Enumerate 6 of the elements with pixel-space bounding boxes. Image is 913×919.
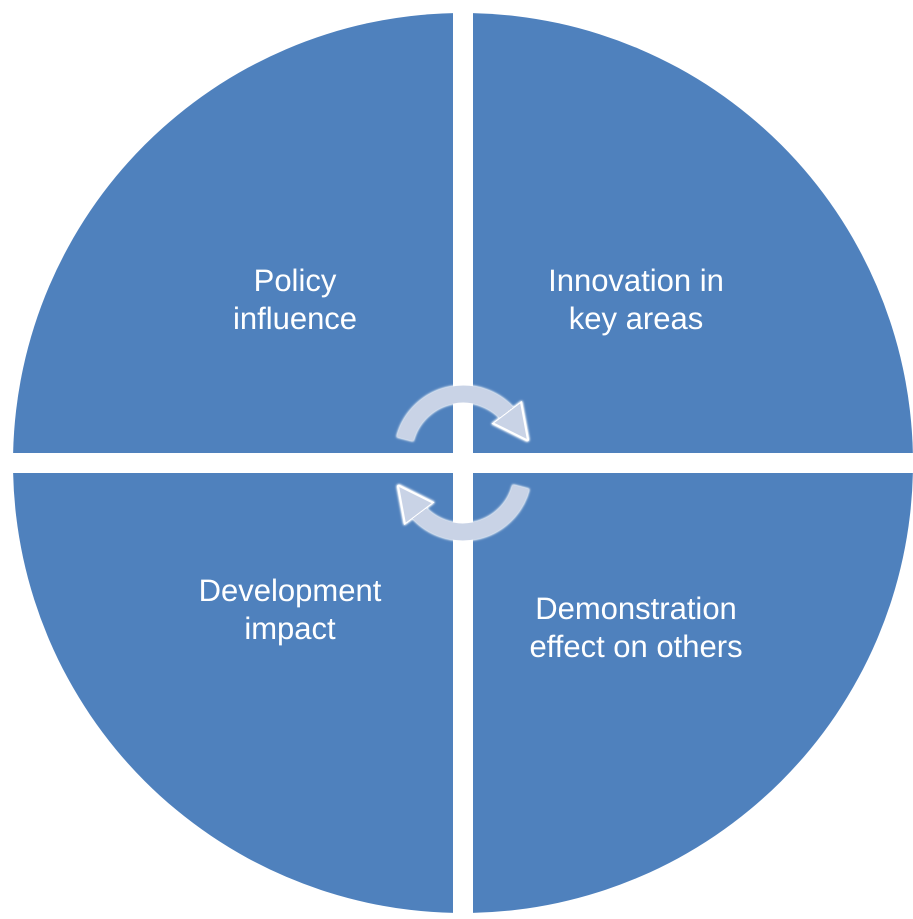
quadrant-label: Demonstration effect on others bbox=[528, 590, 744, 666]
curved-arrow bbox=[395, 484, 530, 540]
quadrant-label: Policy influence bbox=[232, 262, 358, 338]
curved-arrow bbox=[396, 386, 531, 442]
quadrant-label: Development impact bbox=[198, 572, 382, 648]
quadrant-label: Innovation in key areas bbox=[547, 262, 725, 338]
